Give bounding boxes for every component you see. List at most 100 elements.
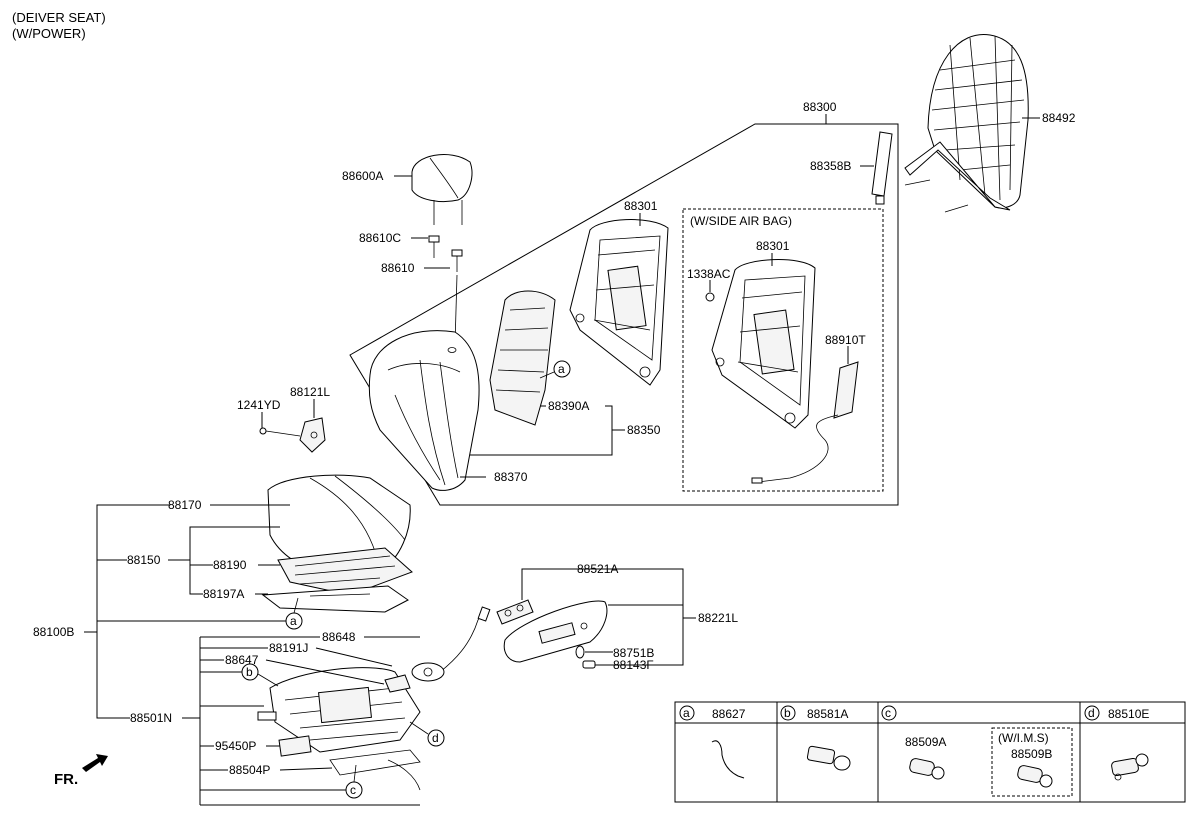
legend-b-motor (806, 745, 851, 771)
label-88350: 88350 (627, 423, 661, 437)
module-95450P (278, 735, 312, 757)
lumbar-unit-88648 (411, 606, 491, 682)
legend-b-part: 88581A (807, 707, 848, 721)
seatback-assembly-boundary (349, 123, 899, 506)
label-1338AC: 1338AC (687, 267, 731, 281)
side-airbag-title: (W/SIDE AIR BAG) (690, 214, 792, 228)
seatback-frame-88301-airbag (711, 259, 816, 429)
label-88504P: 88504P (229, 763, 270, 777)
legend-d-motor (1111, 753, 1149, 781)
header-line-1: (DEIVER SEAT) (12, 10, 106, 25)
label-88300: 88300 (803, 100, 837, 114)
leader-callout-a-upper (539, 371, 555, 379)
callout-b (241, 663, 259, 681)
label-88648: 88648 (322, 630, 356, 644)
legend-d-letter: d (1088, 706, 1095, 720)
seatback-pad-88390A (489, 290, 556, 426)
legend-c-motor (909, 758, 945, 780)
label-95450P: 95450P (215, 739, 256, 753)
legend-b-letter: b (784, 706, 791, 720)
callout-d-letter: d (432, 731, 439, 745)
label-88521A: 88521A (577, 562, 618, 576)
leader-88647 (265, 659, 385, 685)
leader-88521A (521, 568, 640, 600)
front-arrow-icon (82, 754, 108, 772)
legend-a-part: 88627 (712, 707, 746, 721)
seatback-cover-88370 (368, 330, 480, 491)
switch-88521A (496, 599, 534, 625)
label-88751B: 88751B (613, 646, 654, 660)
label-88370: 88370 (494, 470, 528, 484)
legend-c-part: 88509A (905, 735, 946, 749)
cushion-pad-88190 (277, 547, 413, 596)
cushion-frame-88501N (257, 667, 421, 791)
front-indicator: FR. (54, 771, 78, 788)
label-88170: 88170 (168, 498, 202, 512)
legend-d-circle (1084, 705, 1100, 721)
label-88143F: 88143F (613, 658, 654, 672)
label-88150: 88150 (127, 553, 161, 567)
leader-88504P (279, 767, 333, 771)
header-line-2: (W/POWER) (12, 26, 86, 41)
legend-b-circle (780, 705, 796, 721)
bracket-88647 (384, 674, 411, 693)
seatback-frame-88301 (569, 219, 669, 386)
headrest-guide-88610 (451, 249, 463, 272)
label-88501N: 88501N (130, 711, 172, 725)
legend-c-ims-part: 88509B (1011, 747, 1052, 761)
legend-table (674, 701, 1186, 803)
label-88197A: 88197A (203, 587, 244, 601)
label-88121L: 88121L (290, 385, 330, 399)
side-airbag-box (682, 208, 884, 492)
leader-88191J (315, 647, 393, 667)
nut-1338AC (705, 292, 715, 302)
bolt-1241YD (259, 427, 301, 437)
legend-ims-box (991, 727, 1073, 797)
cushion-mat-88197A (261, 585, 409, 613)
callout-c-letter: c (350, 783, 356, 797)
label-88610: 88610 (381, 261, 415, 275)
legend-a-letter: a (683, 706, 690, 720)
legend-a-wire (711, 740, 745, 779)
label-88221L: 88221L (698, 611, 738, 625)
knob-88143F (582, 660, 596, 669)
label-88191J: 88191J (269, 641, 308, 655)
legend-c-letter: c (885, 706, 891, 720)
legend-c-ims-motor (1017, 765, 1053, 788)
label-88301-airbag: 88301 (756, 239, 790, 253)
callout-a-upper (553, 360, 571, 378)
legend-a-circle (679, 705, 695, 721)
leader-callout-d (409, 721, 429, 735)
bracket-88100B (96, 504, 170, 719)
label-88358B: 88358B (810, 159, 851, 173)
bracket-88121L (299, 417, 326, 453)
callout-a-lower-letter: a (290, 614, 297, 628)
headrest-88600A (411, 154, 473, 225)
airbag-module-88910T (751, 361, 859, 484)
back-panel-88492 (904, 33, 1029, 213)
strip-88358B (871, 131, 893, 205)
bracket-88350 (470, 405, 613, 456)
label-88910T: 88910T (825, 333, 866, 347)
side-cover-88221L (503, 600, 608, 663)
label-1241YD: 1241YD (237, 398, 281, 412)
legend-c-ims: (W/I.M.S) (998, 731, 1049, 745)
label-88301: 88301 (624, 199, 658, 213)
label-88100B: 88100B (33, 625, 74, 639)
legend-d-part: 88510E (1108, 707, 1149, 721)
label-88492: 88492 (1042, 111, 1076, 125)
label-88610C: 88610C (359, 231, 401, 245)
label-88190: 88190 (213, 558, 247, 572)
callout-b-letter: b (246, 665, 253, 679)
legend-c-circle (881, 705, 897, 721)
knob-88751B (575, 645, 585, 659)
label-88647: 88647 (225, 653, 259, 667)
callout-d (427, 729, 445, 747)
leader-callout-a-lower (293, 597, 299, 614)
bracket-88221L (610, 568, 684, 666)
leader-callout-c (353, 764, 357, 783)
label-88390A: 88390A (548, 399, 589, 413)
headrest-guide-88610C (428, 235, 440, 258)
callout-a-upper-letter: a (558, 362, 565, 376)
